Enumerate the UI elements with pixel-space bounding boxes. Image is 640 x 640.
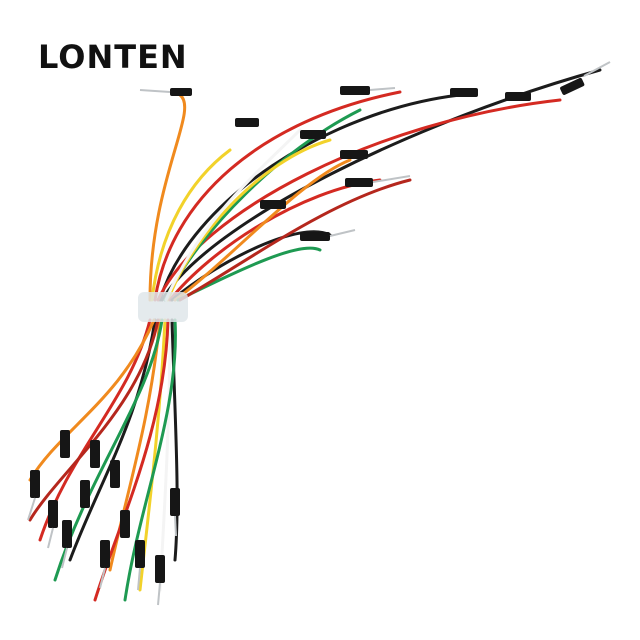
brand-label: LONTEN [38, 38, 188, 76]
cable-tie [138, 292, 188, 322]
